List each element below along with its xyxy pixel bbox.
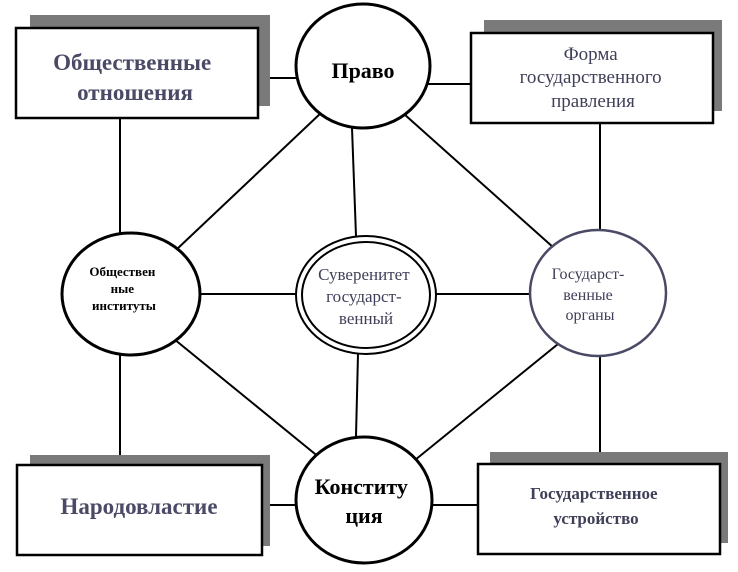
svg-text:Право: Право [331, 58, 394, 83]
svg-text:Форма государственного: Форма государственного правления [520, 44, 667, 112]
circle-law-line-1: Право [331, 58, 394, 83]
circle-state-bodies: Государст- венные органы [528, 228, 668, 358]
edge-law-sovereignty [351, 127, 357, 237]
box-state-structure-line-2: устройство [553, 509, 638, 528]
box-form-of-government-line-3: правления [551, 91, 635, 112]
box-social-relations-line-1: Общественные [53, 50, 211, 75]
circle-constitution: Конститу ция [294, 435, 434, 565]
svg-text:Народовластие: Народовластие [60, 494, 217, 519]
box-people-power-line-1: Народовластие [60, 494, 217, 519]
circle-state-sovereignty-line-2: государст- [326, 287, 402, 306]
circle-social-institutions-line-1: Обществен [89, 264, 155, 279]
edge-state-bodies-constitution [414, 343, 559, 461]
svg-text:Конститу ция: Конститу ция [315, 474, 414, 528]
box-form-of-government: Форма государственного правления [469, 20, 722, 125]
box-people-power: Народовластие [15, 455, 270, 557]
svg-text:Обществен ные инст: Обществен ные институты [89, 264, 158, 313]
circle-law: Право [294, 2, 432, 130]
svg-text:Государственное устройст: Государственное устройство [530, 484, 662, 528]
circle-state-bodies-line-2: венные [563, 287, 613, 304]
circle-social-institutions: Обществен ные институты [60, 231, 202, 357]
circle-state-bodies-line-3: органы [566, 307, 615, 324]
edge-law-state-bodies [403, 113, 555, 249]
svg-text:Общественные отношения: Общественные отношения [53, 50, 217, 105]
box-form-of-government-line-2: государственного [520, 67, 662, 88]
circle-social-institutions-line-2: ные [111, 281, 135, 296]
edge-law-institutions [175, 111, 323, 251]
box-social-relations-line-2: отношения [77, 80, 193, 105]
edge-institutions-constitution [173, 338, 321, 459]
circle-state-sovereignty-line-3: венный [339, 309, 393, 328]
box-form-of-government-line-1: Форма [564, 44, 619, 65]
circle-state-bodies-line-1: Государст- [552, 266, 625, 283]
circle-constitution-line-1: Конститу [315, 474, 408, 499]
svg-text:Суверенитет государст-: Суверенитет государст- венный [318, 265, 414, 328]
circle-state-sovereignty: Суверенитет государст- венный [295, 235, 437, 355]
connectors [119, 77, 601, 506]
circle-state-sovereignty-line-1: Суверенитет [318, 265, 410, 284]
box-state-structure-line-1: Государственное [530, 484, 658, 503]
box-state-structure: Государственное устройство [476, 452, 728, 556]
circle-social-institutions-line-3: институты [92, 298, 156, 313]
circle-constitution-line-2: ция [345, 503, 382, 528]
box-social-relations: Общественные отношения [14, 15, 270, 120]
edge-sovereignty-constitution [355, 353, 359, 437]
svg-text:Государст- венные: Государст- венные органы [552, 266, 629, 324]
